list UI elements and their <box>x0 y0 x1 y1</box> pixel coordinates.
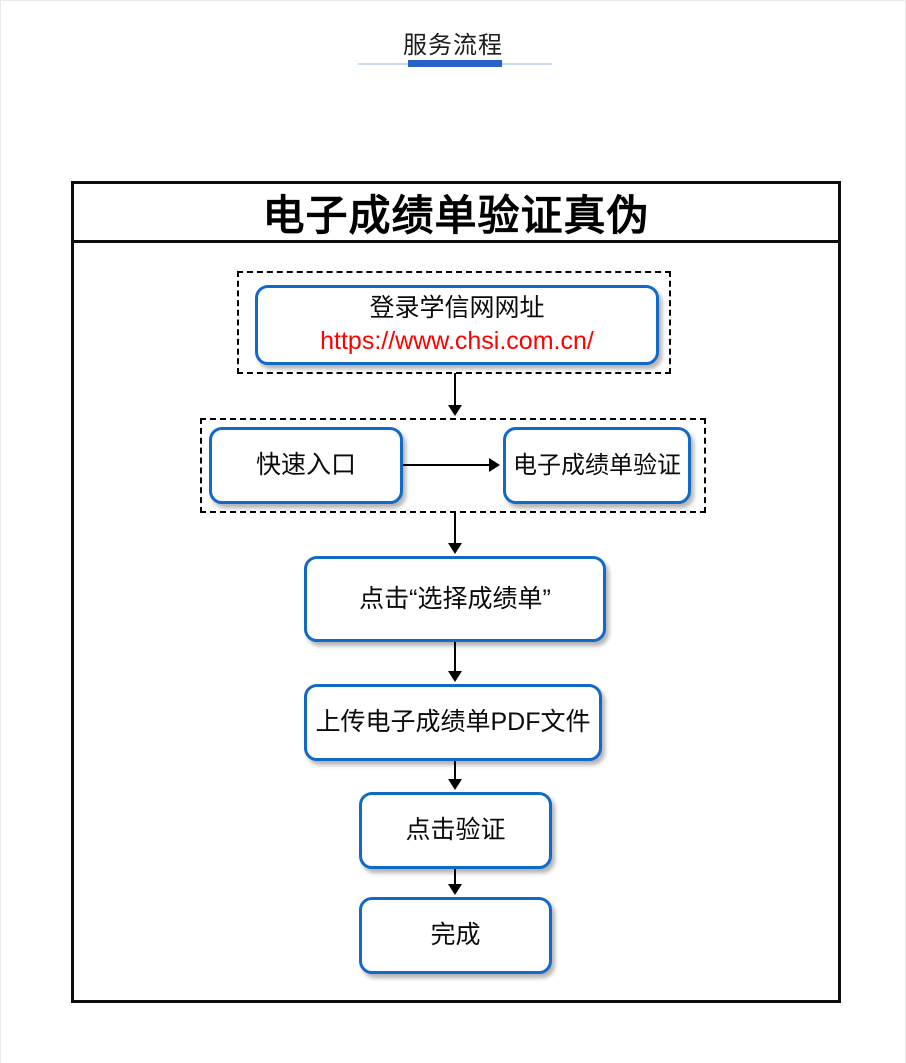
step-click-verify-box: 点击验证 <box>359 792 552 869</box>
flow-arrowhead-down-2 <box>448 543 462 554</box>
step-upload-pdf-box: 上传电子成绩单PDF文件 <box>304 684 602 761</box>
step-quick-entry-label: 快速入口 <box>255 451 356 479</box>
step-done-label: 完成 <box>430 921 481 949</box>
flow-arrow-down-1 <box>454 373 456 405</box>
flow-arrowhead-down-5 <box>448 884 462 895</box>
flow-arrow-right <box>403 464 489 466</box>
section-title: 服务流程 <box>403 32 503 59</box>
step-select-transcript-box: 点击“选择成绩单” <box>304 556 606 642</box>
step-done-box: 完成 <box>359 897 552 974</box>
step-select-transcript-label: 点击“选择成绩单” <box>359 584 551 613</box>
flow-arrow-down-2 <box>454 513 456 543</box>
step-upload-pdf-label: 上传电子成绩单PDF文件 <box>315 708 591 736</box>
flow-arrowhead-down-1 <box>448 405 462 416</box>
step-login-box: 登录学信网网址 https://www.chsi.com.cn/ <box>255 285 659 365</box>
flowchart-title: 电子成绩单验证真伪 <box>74 184 838 243</box>
step-click-verify-label: 点击验证 <box>405 816 506 844</box>
flowchart-frame: 电子成绩单验证真伪 登录学信网网址 https://www.chsi.com.c… <box>71 181 841 1003</box>
step-quick-entry-box: 快速入口 <box>209 427 403 504</box>
step-login-url: https://www.chsi.com.cn/ <box>320 327 594 355</box>
section-title-underline-accent <box>408 60 502 67</box>
group-entry-dashed <box>200 418 706 513</box>
flow-arrow-down-3 <box>454 642 456 671</box>
step-login-label: 登录学信网网址 <box>369 294 545 322</box>
step-verify-entry-label: 电子成绩单验证 <box>513 452 681 479</box>
flow-arrow-down-4 <box>454 761 456 779</box>
step-verify-entry-box: 电子成绩单验证 <box>503 427 691 504</box>
flow-arrowhead-right <box>489 458 500 472</box>
flow-arrowhead-down-3 <box>448 671 462 682</box>
flow-arrowhead-down-4 <box>448 779 462 790</box>
flow-arrow-down-5 <box>454 869 456 884</box>
